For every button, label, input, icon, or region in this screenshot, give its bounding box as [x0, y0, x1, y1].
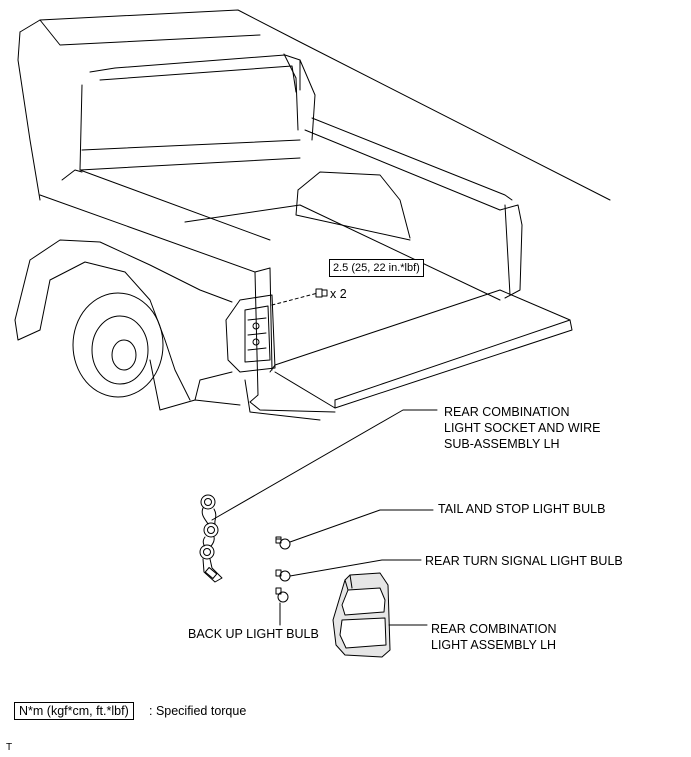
socket-wire-label-line2: LIGHT SOCKET AND WIRE [444, 421, 601, 435]
mounted-lamp-housing [225, 294, 276, 373]
bolt-x2 [271, 288, 328, 306]
torque-legend-description: : Specified torque [149, 704, 247, 718]
turn-signal-bulb [275, 569, 291, 582]
truck-body [14, 9, 611, 421]
socket-wire-label-line3: SUB-ASSEMBLY LH [444, 437, 560, 451]
torque-unit-legend-box: N*m (kgf*cm, ft.*lbf) [14, 702, 134, 720]
rear-combination-light-assembly [332, 572, 391, 658]
rear-wheel [72, 292, 164, 398]
turn-signal-bulb-label: REAR TURN SIGNAL LIGHT BULB [425, 554, 623, 568]
light-assembly-label-line1: REAR COMBINATION [431, 622, 557, 636]
tail-stop-bulb-label: TAIL AND STOP LIGHT BULB [438, 502, 606, 516]
back-up-bulb [275, 587, 289, 603]
leader-lines [211, 409, 438, 626]
socket-and-wire-harness [199, 494, 223, 583]
tail-stop-bulb [275, 536, 291, 550]
light-assembly-label-line2: LIGHT ASSEMBLY LH [431, 638, 557, 652]
back-up-bulb-label: BACK UP LIGHT BULB [188, 627, 319, 641]
socket-wire-label-line1: REAR COMBINATION [444, 405, 570, 419]
corner-mark: T [6, 742, 13, 753]
bolt-quantity-label: x 2 [330, 287, 347, 301]
torque-value-box: 2.5 (25, 22 in.*lbf) [329, 259, 424, 277]
